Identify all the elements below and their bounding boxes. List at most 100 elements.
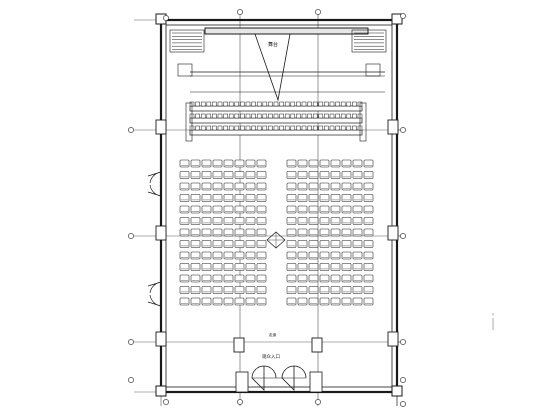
right-seat-7-0: [286, 240, 297, 248]
left-seat-5-6: [245, 217, 256, 225]
axis-marker-6: [128, 339, 134, 345]
left-seat-8-2: [201, 251, 212, 260]
left-seat-7-4: [223, 240, 234, 248]
right-seat-11-4: [330, 286, 341, 294]
left-seat-4-5: [234, 205, 245, 214]
axis-marker-11: [400, 377, 406, 383]
left-seat-8-4: [223, 251, 234, 260]
front-row-seat-2-18: [290, 125, 296, 131]
right-seat-10-1: [297, 274, 308, 283]
right-seat-12-6: [352, 297, 363, 306]
wall-pier-7: [311, 337, 323, 353]
right-seat-9-3: [319, 263, 330, 271]
entrance-door-2: [263, 365, 277, 379]
right-seat-2-1: [297, 182, 308, 191]
right-seat-9-4: [330, 263, 341, 271]
entrance-pier-left: [235, 371, 249, 393]
left-seat-4-4: [223, 205, 234, 214]
right-seat-11-5: [341, 286, 352, 294]
right-seat-5-1: [297, 217, 308, 225]
front-row-seat-0-10: [245, 101, 251, 107]
front-rows-left-cap: [185, 102, 193, 142]
front-row-seat-1-7: [228, 113, 234, 119]
wall-pier-2: [155, 331, 167, 347]
wall-pier-1: [155, 225, 167, 241]
front-row-seat-1-8: [234, 113, 240, 119]
front-row-seat-1-12: [256, 113, 262, 119]
left-seat-2-1: [190, 182, 201, 191]
left-seat-1-4: [223, 171, 234, 179]
left-seat-2-6: [245, 182, 256, 191]
front-row-seat-1-26: [335, 113, 340, 119]
right-seat-2-3: [319, 182, 330, 191]
left-seat-0-2: [201, 159, 212, 168]
right-seat-11-3: [319, 286, 330, 294]
stair-landing-right: [365, 63, 381, 77]
left-seat-4-1: [190, 205, 201, 214]
right-seat-6-5: [341, 228, 352, 237]
right-seat-1-1: [297, 171, 308, 179]
right-seat-8-3: [319, 251, 330, 260]
right-seat-6-0: [286, 228, 297, 237]
right-seat-8-0: [286, 251, 297, 260]
right-seat-4-6: [352, 205, 363, 214]
right-seat-10-4: [330, 274, 341, 283]
right-seat-5-0: [286, 217, 297, 225]
front-row-seat-0-8: [234, 101, 240, 107]
right-seat-4-7: [363, 205, 374, 214]
right-seat-1-4: [330, 171, 341, 179]
right-seat-7-1: [297, 240, 308, 248]
front-row-seat-2-3: [206, 125, 212, 131]
right-seat-2-2: [308, 182, 319, 191]
front-row-seat-2-17: [284, 125, 290, 131]
axis-marker-10: [400, 339, 406, 345]
left-seat-11-3: [212, 286, 223, 294]
left-seat-1-2: [201, 171, 212, 179]
right-seat-8-5: [341, 251, 352, 260]
front-row-seat-1-19: [296, 113, 301, 119]
front-row-seat-0-26: [335, 101, 340, 107]
left-seat-5-5: [234, 217, 245, 225]
right-seat-12-5: [341, 297, 352, 306]
side-door-lower-b: [147, 294, 162, 307]
left-seat-12-2: [201, 297, 212, 306]
corner-pier-2: [155, 385, 167, 397]
right-seat-4-0: [286, 205, 297, 214]
wall-pier-4: [387, 225, 399, 241]
front-row-seat-1-27: [340, 113, 346, 119]
right-seat-9-0: [286, 263, 297, 271]
left-seat-12-1: [190, 297, 201, 306]
front-row-seat-0-9: [240, 101, 245, 107]
left-seat-5-7: [256, 217, 267, 225]
left-seat-7-0: [179, 240, 190, 248]
left-seat-10-3: [212, 274, 223, 283]
entrance-label: 观众入口: [262, 354, 280, 360]
front-row-seat-1-1: [195, 113, 200, 119]
front-row-seat-0-28: [346, 101, 352, 107]
right-seat-6-6: [352, 228, 363, 237]
right-seat-11-7: [363, 286, 374, 294]
right-seat-8-1: [297, 251, 308, 260]
front-rows-right-cap: [359, 102, 367, 142]
left-seat-4-3: [212, 205, 223, 214]
front-row-seat-2-28: [346, 125, 352, 131]
aisle-label: 走道: [269, 332, 277, 337]
axis-marker-3: [400, 13, 406, 19]
right-seat-7-4: [330, 240, 341, 248]
right-seat-6-1: [297, 228, 308, 237]
axis-marker-13: [237, 399, 243, 405]
wall-pier-5: [387, 331, 399, 347]
left-seat-0-7: [256, 159, 267, 168]
right-seat-5-2: [308, 217, 319, 225]
left-seat-6-5: [234, 228, 245, 237]
front-row-seat-0-27: [340, 101, 346, 107]
stage-area: [190, 27, 385, 102]
left-seat-9-2: [201, 263, 212, 271]
left-seat-7-6: [245, 240, 256, 248]
left-seat-11-2: [201, 286, 212, 294]
left-seat-1-7: [256, 171, 267, 179]
front-row-seat-2-5: [217, 125, 223, 131]
front-row-seat-2-11: [251, 125, 256, 131]
front-row-seat-1-2: [200, 113, 206, 119]
